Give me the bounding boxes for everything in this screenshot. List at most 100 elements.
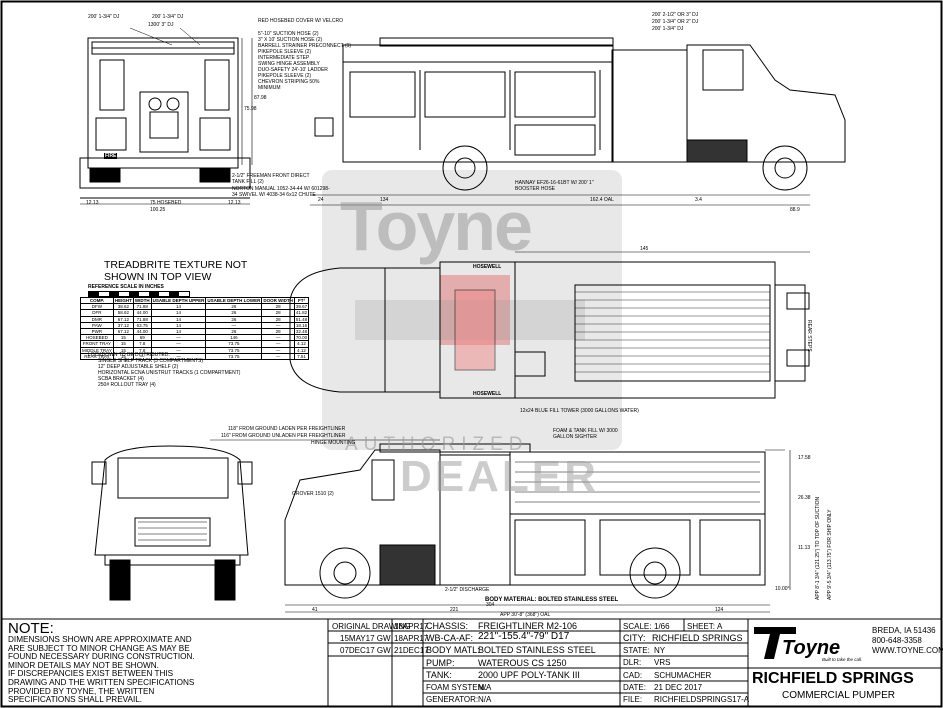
body-label: BODY MATL: <box>426 645 480 655</box>
lower-dim-4: 304 <box>486 602 495 608</box>
gen-label: GENERATOR: <box>426 695 479 704</box>
foam-label: FOAM SYSTEM: <box>426 683 487 692</box>
rear-dim-left: 12.13 <box>86 200 99 206</box>
compartment-cell: 18.16 <box>293 321 310 329</box>
tread-title: TREADBRITE TEXTURE NOT SHOWN IN TOP VIEW <box>104 259 247 283</box>
lower-dim-r4: APP 8'-1 3/4" (121.25") TO TOP OF SUCTIO… <box>815 496 821 600</box>
plan-hosewell-top: HOSEWELL <box>473 264 502 270</box>
body-value: BOLTED STAINLESS STEEL <box>478 645 596 655</box>
reference-scale-bar <box>88 291 190 297</box>
lock-line-2: 12" DEEP ADJUSTABLE SHELF (2) <box>98 364 179 370</box>
chassis-label: CHASSIS: <box>426 621 469 631</box>
side-label-3: 200' 1-3/4" DJ <box>652 26 684 32</box>
rear-view-top <box>79 27 253 205</box>
plan-hosewell-bottom: HOSEWELL <box>473 391 502 397</box>
discharge-label: 2-1/2" DISCHARGE <box>445 587 490 593</box>
project-name: RICHFIELD SPRINGS <box>752 670 914 687</box>
compartment-cell: 39.67 <box>293 303 310 311</box>
rear-dim-hosebed: 75 HOSEBED <box>150 200 182 206</box>
lower-dim-5: APP 30'-8" (368") OAL <box>500 612 551 618</box>
rear-label-hose-1: 200' 1-3/4" DJ <box>88 14 120 20</box>
date-value: 21 DEC 2017 <box>654 683 703 692</box>
scale-label: REFERENCE SCALE IN INCHES <box>88 284 164 290</box>
rev-1-date: 18APR17 <box>394 634 429 643</box>
plan-tank-label: 12x24 BLUE FILL TOWER (3000 GALLONS WATE… <box>520 408 639 414</box>
note-title: NOTE: <box>8 620 54 637</box>
compartment-header-cell: USABLE DEPTH UPPER <box>150 296 207 305</box>
fire-badge: FIRE <box>104 153 118 159</box>
company-tagline: Built to take the call. <box>822 657 863 662</box>
dlr-value: VRS <box>654 658 671 667</box>
wb-value: 221"-155.4"-79" D17 <box>478 631 570 642</box>
callout-6: INTERMEDIATE STEP <box>258 55 310 61</box>
callout-3: 3" X 10' SUCTION HOSE (2) <box>258 37 323 43</box>
toyne-logo-icon <box>754 627 796 659</box>
tank-label: TANK: <box>426 670 452 680</box>
rev-1-who: 15MAY17 GW <box>340 634 391 643</box>
compartment-cell: FRONT TRAY <box>80 340 114 348</box>
title-block-grid <box>1 618 941 706</box>
project-subtitle: COMMERCIAL PUMPER <box>782 690 895 701</box>
lower-dim-r2: 26.38 <box>798 495 811 501</box>
rear-dim-width: 100.25 <box>150 207 166 213</box>
side-label-1: 200' 2-1/2" OR 3" DJ <box>652 12 699 18</box>
plan-view <box>289 251 810 399</box>
lower-callout-5: GROVER 1510 (2) <box>292 491 334 497</box>
gen-value: N/A <box>478 695 492 704</box>
callout-7: SWING HINGE ASSEMBLY <box>258 61 320 67</box>
lock-line-0: LOCKDOWN TO BE DISTRIBUTED: <box>88 352 170 358</box>
callout-5: PIKEPOLE SLEEVE (2) <box>258 49 312 55</box>
note-line-5: DRAWING AND THE WRITTEN SPECIFICATIONS <box>8 677 195 687</box>
compartment-header-cell: WIDTH <box>132 296 152 305</box>
lower-dim-2: 221 <box>450 607 459 613</box>
side-dim-4: 3.4 <box>695 197 702 203</box>
rear-dim-height2: 75.98 <box>244 106 257 112</box>
callout-9: PIKEPOLE SLEEVE (2) <box>258 73 312 79</box>
scale-value: 1/66 <box>654 622 670 631</box>
note-manual: NORTON MANUAL 1052-34-44 W/ 601298-34 SW… <box>232 186 330 198</box>
tank-value: 2000 UPF POLY-TANK III <box>478 670 580 680</box>
rev-0-who: ORIGINAL DRAWING <box>332 622 411 631</box>
callout-8: DUO-SAFETY 24'-10' LADDER <box>258 67 328 73</box>
compartment-cell: 32.48 <box>293 327 310 336</box>
lower-callout-3: HINGE MOUNTING <box>311 440 356 446</box>
foam-value: N/A <box>478 683 492 692</box>
dlr-label: DLR: <box>623 658 642 667</box>
city-value: RICHFIELD SPRINGS <box>652 633 743 643</box>
tread-title-line1: TREADBRITE TEXTURE NOT <box>104 259 248 271</box>
lower-callout-2: 116" FROM GROUND UNLADEN PER FREIGHTLINE… <box>221 433 346 439</box>
rear-dim-right: 12.13 <box>228 200 241 206</box>
date-label: DATE: <box>623 683 646 692</box>
compartment-header-cell: HEIGHT <box>112 296 134 305</box>
body-material: BODY MATERIAL: BOLTED STAINLESS STEEL <box>485 597 619 603</box>
callout-10: CHEVRON STRIPING 50% MINIMUM <box>258 79 320 91</box>
compartment-cell: 7.51 <box>293 352 310 360</box>
lower-dim-1: 41 <box>312 607 318 613</box>
company-address: BREDA, IA 51436 <box>872 626 936 635</box>
side-dim-1: 24 <box>318 197 324 203</box>
note-line-4: IF DISCREPANCIES EXIST BETWEEN THIS <box>8 669 174 679</box>
side-dim-3: 162.4 OAL <box>590 197 614 203</box>
note-direct-fill: 2-1/2" FREEMAN FRONT DIRECT TANK FILL (2… <box>232 173 310 185</box>
city-label: CITY: <box>623 633 646 643</box>
lower-callout-4: FOAM & TANK FILL W/ 3000 GALLON SIGHTER <box>553 428 618 440</box>
file-value: RICHFIELDSPRINGS17-A <box>654 695 750 704</box>
rev-0-date: 18APR17 <box>394 622 429 631</box>
state-label: STATE: <box>623 646 650 655</box>
plan-rear-steps: REAR STEPS <box>806 320 812 352</box>
note-body: DIMENSIONS SHOWN ARE APPROXIMATE AND ARE… <box>8 635 318 705</box>
sheet-label: SHEET: <box>687 622 716 631</box>
lower-dim-r3: 11.13 <box>798 545 811 551</box>
lock-line-1: SINGLE SHELF TRACK (3 COMPARTMENTS) <box>98 358 204 364</box>
callout-4: BARRELL STRAINER PRECONNECT (1) <box>258 43 352 49</box>
lockdown-notes: LOCKDOWN TO BE DISTRIBUTED: SINGLE SHELF… <box>88 352 318 388</box>
lower-dim-r5: APP 9'-5 3/4" (113.75") FOR SHIP ONLY <box>827 509 833 600</box>
compartment-cell: 73.75 <box>205 352 263 360</box>
